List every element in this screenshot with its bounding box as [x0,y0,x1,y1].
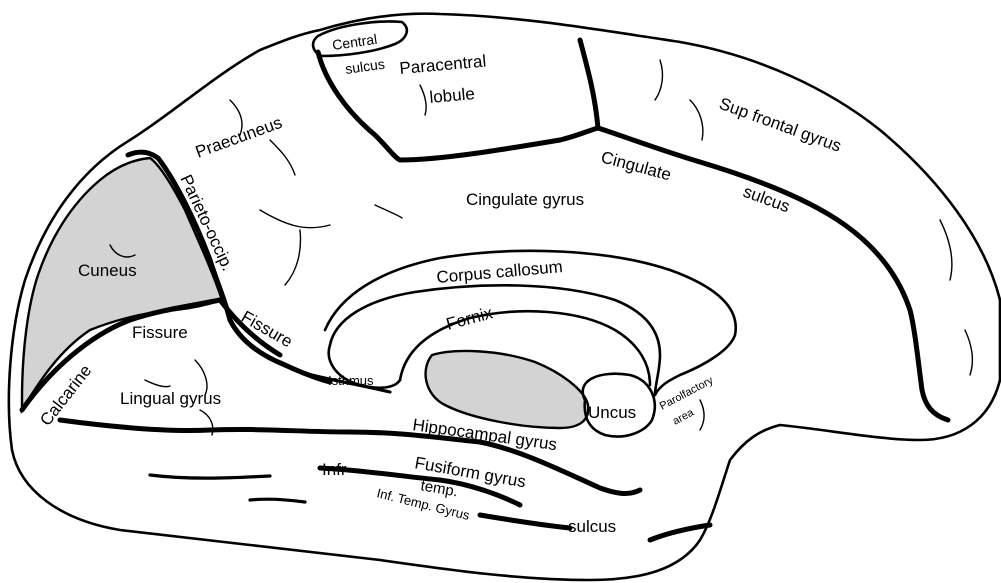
lingual-mark-1 [145,380,170,387]
parolfactory-label-1: Parolfactory [658,374,716,412]
sup-frontal-mark-3 [940,220,952,280]
parolfactory-mark [700,400,704,430]
hippocampal-sulcus [60,420,640,494]
infr-label: Infr [322,460,347,479]
sup-frontal-mark-1 [655,60,662,100]
cingulate-gyrus-label: Cingulate gyrus [466,190,584,209]
corpus-callosum-label: Corpus callosum [436,257,564,287]
praecuneus-label: Praecuneus [193,113,285,162]
paracentral-label-1: Paracentral [399,51,487,78]
inf-sulcus-lower [150,475,270,478]
cuneus-label: Cuneus [78,261,137,280]
frontal-lower-mark [965,330,972,375]
praecuneus-sulcus-3 [260,210,330,228]
cingulate-gyrus-sulcus-1 [375,205,402,218]
paracentral-sulcus [580,40,598,128]
ventricle-region [426,351,589,428]
lingual-gyrus-label: Lingual gyrus [120,389,221,408]
cingulate-sulcus [318,52,948,420]
fissure-calcarine-label: Fissure [132,323,188,342]
inf-sulcus-bottom [480,515,570,528]
paracentral-mark [420,85,426,115]
sup-frontal-gyrus-label: Sup frontal gyrus [717,94,844,156]
cingulate-label: Cingulate [599,148,673,185]
paracentral-label-2: lobule [429,84,476,107]
sup-frontal-mark-2 [690,100,703,140]
small-sulcus-left-bottom [250,499,305,502]
praecuneus-sulcus-2 [270,140,295,175]
praecuneus-sulcus-4 [285,230,300,285]
isthmus-label: Isthmus [328,373,374,388]
inf-sulcus-label: sulcus [568,517,616,536]
fornix-label: Fornix [444,303,495,334]
central-sulcus-label-2: sulcus [344,56,386,77]
uncus-label: Uncus [588,403,636,422]
parolfactory-label-2: area [671,406,697,427]
